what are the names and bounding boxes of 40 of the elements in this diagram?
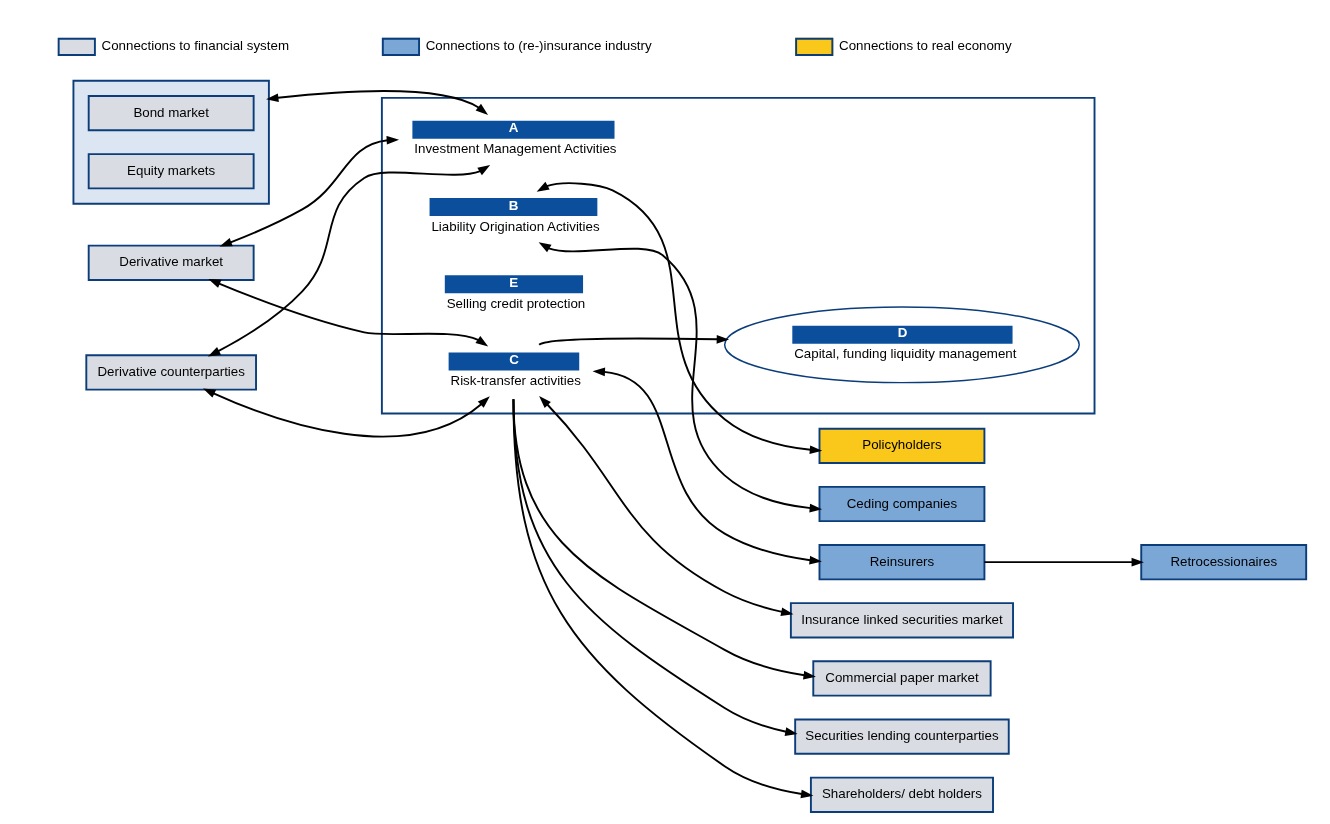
node-box: Retrocessionaires (1139, 544, 1307, 581)
node-box: Reinsurers (818, 544, 985, 581)
arrow (536, 181, 822, 455)
legend-label: Connections to real economy (838, 38, 1012, 54)
node-box: Securities lending counterparties (793, 718, 1010, 755)
legend-label: Connections to financial system (101, 38, 289, 54)
node-label: Liability Origination Activities (430, 218, 600, 234)
node-box: Insurance linked securities market (789, 602, 1014, 639)
node-box: Bond market (87, 94, 255, 132)
arrow (207, 278, 488, 347)
node-box: Equity markets (87, 153, 255, 190)
node-label: Risk-transfer activities (450, 373, 581, 389)
arrow (219, 135, 399, 247)
arrow (265, 90, 488, 115)
arrow (538, 242, 822, 513)
node-box: Shareholders/ debt holders (809, 776, 994, 813)
arrow (207, 164, 490, 357)
arrow (537, 334, 729, 346)
node-box: A (411, 120, 614, 139)
arrow (512, 398, 798, 736)
arrow (592, 367, 822, 565)
cluster (72, 79, 270, 205)
node-box: B (429, 197, 597, 217)
cluster (380, 96, 1095, 415)
node-box: Policyholders (818, 427, 985, 464)
node-box: Derivative counterparties (84, 354, 257, 391)
arrow (202, 388, 490, 438)
node-box: C (448, 352, 579, 371)
node-label: Selling credit protection (446, 295, 585, 311)
node-ellipse: D Capital, funding liquidity management (723, 306, 1080, 384)
arrow (983, 557, 1144, 567)
legend-label: Connections to (re-)insurance industry (425, 38, 652, 54)
node-box: Commercial paper market (811, 660, 992, 697)
arrow (538, 396, 793, 616)
node-box: E (444, 275, 583, 294)
node-box: Ceding companies (818, 485, 985, 523)
arrow (512, 398, 816, 680)
arrow (512, 398, 813, 799)
node-label: Investment Management Activities (413, 141, 617, 157)
node-box: Derivative market (87, 244, 255, 281)
